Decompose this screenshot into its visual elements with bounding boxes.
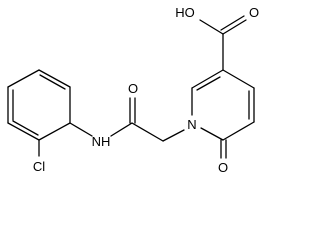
- bond: [222, 69, 255, 89]
- molecule-drawing: Cl NH O N O HO O: [7, 5, 259, 175]
- double-bond-inner: [12, 120, 39, 136]
- bond: [38, 69, 71, 88]
- hydroxyl-label: HO: [175, 5, 195, 20]
- bond: [7, 69, 40, 88]
- bond-ch2-ring-n: [162, 129, 185, 142]
- bond-carbonyl-ch2: [131, 122, 164, 142]
- bond-c-oh: [199, 19, 224, 35]
- bond-n-carbonyl: [110, 122, 133, 137]
- bond-c-o-double: [220, 15, 245, 31]
- chlorophenyl-ring: [7, 69, 71, 141]
- chlorine-label: Cl: [33, 159, 45, 174]
- bond: [7, 122, 40, 141]
- bond: [38, 122, 71, 141]
- double-bond-inner: [196, 76, 221, 91]
- carboxyl-oxygen-label: O: [249, 5, 259, 20]
- ring-nitrogen-label: N: [187, 117, 196, 132]
- bond: [200, 127, 224, 141]
- bond: [191, 69, 224, 89]
- double-bond-inner: [39, 74, 66, 90]
- bond: [222, 121, 255, 141]
- amide-oxygen-label: O: [128, 81, 138, 96]
- ring-carbonyl-oxygen-label: O: [218, 160, 228, 175]
- pyridinone-ring: [191, 69, 255, 141]
- amide-nitrogen-label: NH: [92, 134, 111, 149]
- bond-aryl-n: [69, 122, 93, 137]
- bond-c-o-double: [222, 19, 247, 35]
- structural-formula: Cl NH O N O HO O: [7, 5, 259, 175]
